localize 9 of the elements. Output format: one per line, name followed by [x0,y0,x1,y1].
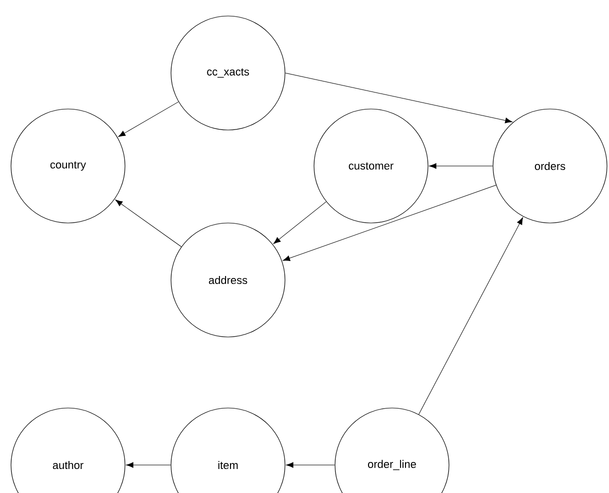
arrow [286,462,335,468]
arrow [282,184,496,261]
arrow [115,200,182,247]
arrow [429,163,493,169]
arrow [118,102,179,137]
arrow [285,72,512,124]
arrow [418,217,523,415]
arrow [273,201,326,244]
arrow [126,462,171,468]
